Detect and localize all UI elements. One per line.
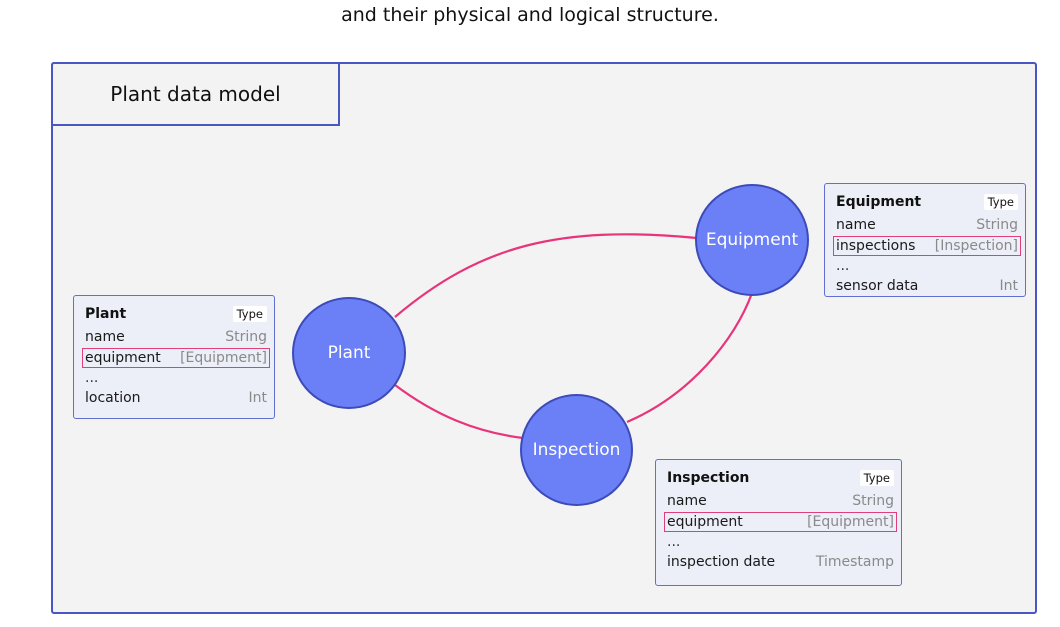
inspection-row-inspection-date: inspection date Timestamp xyxy=(667,552,894,573)
field-name: inspection date xyxy=(667,554,776,571)
field-name: sensor data xyxy=(836,278,919,295)
plant-row-equipment: equipment [Equipment] xyxy=(82,347,270,368)
field-type: Int xyxy=(248,390,268,407)
ellipsis: ... xyxy=(667,534,681,550)
field-type: [Equipment] xyxy=(807,513,894,530)
inspection-row-ellipsis: ... xyxy=(667,532,894,552)
node-inspection-label: Inspection xyxy=(532,440,621,460)
node-equipment[interactable]: Equipment xyxy=(695,184,809,296)
link-plant-equipment xyxy=(394,233,698,318)
field-name: location xyxy=(85,390,141,407)
equipment-row-ellipsis: ... xyxy=(836,256,1018,276)
equipment-type-card: Equipment Type name String inspections [… xyxy=(824,183,1026,297)
node-plant[interactable]: Plant xyxy=(292,297,406,409)
equipment-card-title: Equipment xyxy=(836,194,922,210)
plant-card-title: Plant xyxy=(85,306,127,322)
field-type: String xyxy=(225,329,267,346)
link-plant-inspection xyxy=(394,384,524,440)
link-equipment-inspection xyxy=(626,292,754,424)
frame-title: Plant data model xyxy=(51,62,340,126)
field-type: [Inspection] xyxy=(934,237,1018,254)
field-name: name xyxy=(667,493,707,510)
caption: and their physical and logical structure… xyxy=(341,4,719,26)
inspection-type-badge: Type xyxy=(859,470,894,486)
field-name: name xyxy=(85,329,125,346)
plant-row-location: location Int xyxy=(85,388,267,409)
equipment-row-sensor-data: sensor data Int xyxy=(836,276,1018,297)
field-type: Int xyxy=(999,278,1019,295)
ellipsis: ... xyxy=(836,258,850,274)
inspection-card-title: Inspection xyxy=(667,470,750,486)
plant-row-name: name String xyxy=(85,327,267,348)
ellipsis: ... xyxy=(85,370,99,386)
field-type: Timestamp xyxy=(815,554,894,571)
equipment-row-name: name String xyxy=(836,215,1018,236)
node-plant-label: Plant xyxy=(327,343,371,363)
plant-row-ellipsis: ... xyxy=(85,368,267,388)
equipment-row-inspections: inspections [Inspection] xyxy=(833,235,1021,256)
field-name: equipment xyxy=(85,349,161,366)
field-type: [Equipment] xyxy=(180,349,267,366)
node-equipment-label: Equipment xyxy=(705,230,799,250)
inspection-row-name: name String xyxy=(667,491,894,512)
plant-type-badge: Type xyxy=(232,306,267,322)
field-name: equipment xyxy=(667,513,743,530)
plant-type-card: Plant Type name String equipment [Equipm… xyxy=(73,295,275,419)
inspection-row-equipment: equipment [Equipment] xyxy=(664,511,897,532)
field-name: inspections xyxy=(836,237,916,254)
field-type: String xyxy=(852,493,894,510)
equipment-type-badge: Type xyxy=(983,194,1018,210)
node-inspection[interactable]: Inspection xyxy=(520,394,633,506)
field-type: String xyxy=(976,217,1018,234)
field-name: name xyxy=(836,217,876,234)
frame-title-text: Plant data model xyxy=(110,82,281,106)
inspection-type-card: Inspection Type name String equipment [E… xyxy=(655,459,902,586)
